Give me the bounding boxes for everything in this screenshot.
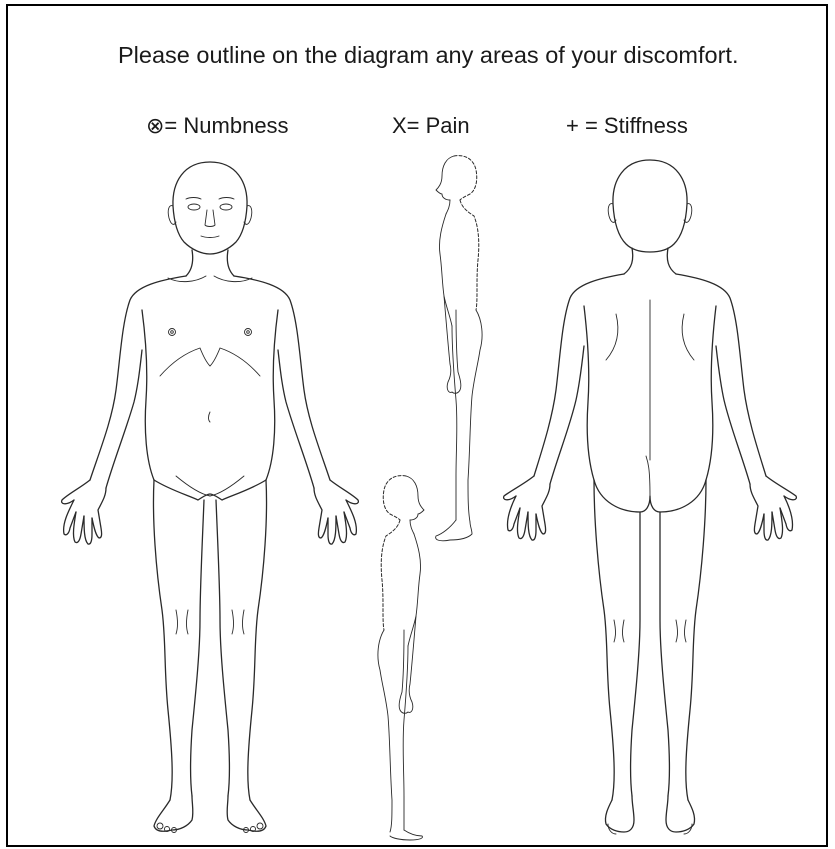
body-back-view-icon — [504, 160, 797, 834]
body-side-left-figure[interactable] — [350, 470, 440, 840]
legend-pain: X= Pain — [392, 113, 470, 139]
body-side-view-left-icon — [378, 476, 424, 840]
body-front-figure[interactable] — [40, 150, 380, 840]
legend-stiffness: + = Stiffness — [566, 113, 688, 139]
legend-numbness: ⊗= Numbness — [146, 113, 289, 139]
body-side-view-right-icon — [436, 156, 482, 541]
body-back-figure[interactable] — [490, 150, 820, 840]
instruction-text: Please outline on the diagram any areas … — [118, 42, 738, 69]
body-front-view-icon — [62, 162, 359, 833]
